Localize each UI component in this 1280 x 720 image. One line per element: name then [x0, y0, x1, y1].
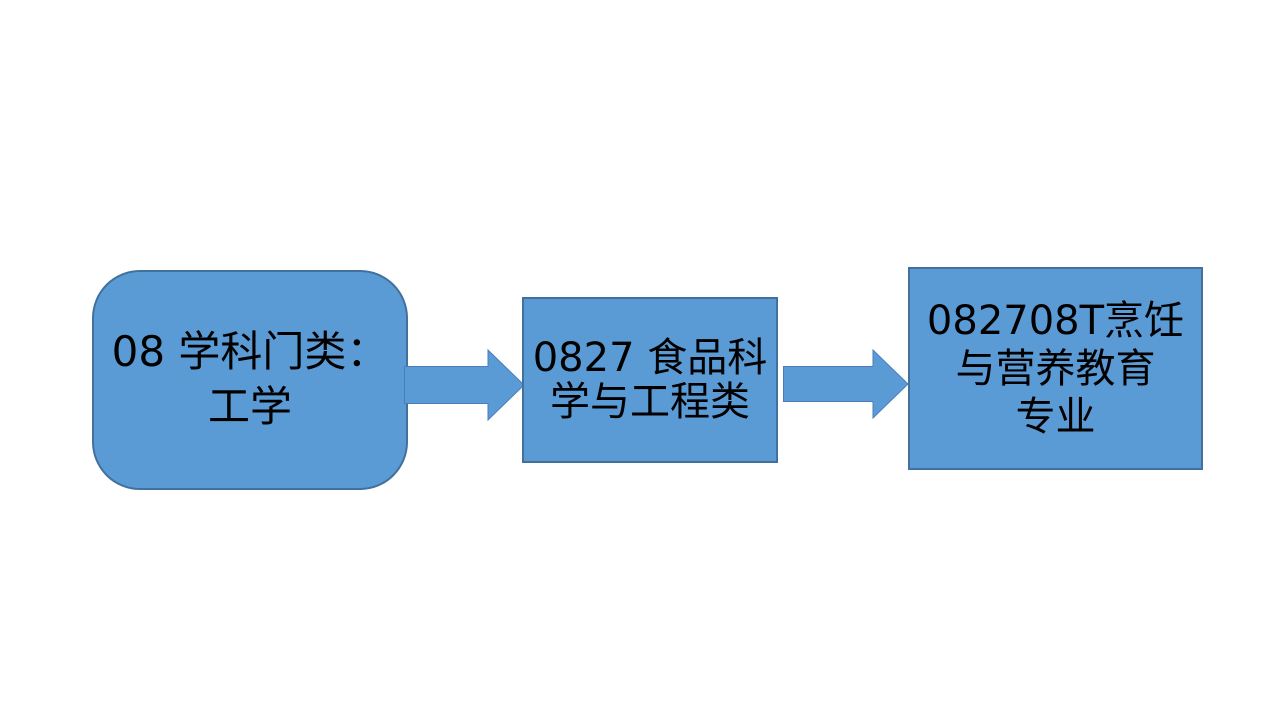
node-text-line: 082708T烹饪: [926, 297, 1185, 344]
node-text-line: 学与工程类: [550, 379, 750, 425]
block-arrow-connector-1: [404, 349, 525, 421]
right-arrow-icon: [783, 349, 909, 419]
node-text-line: 0827 食品科: [532, 335, 768, 381]
block-arrow-connector-2: [783, 349, 909, 419]
right-arrow-icon: [404, 349, 525, 421]
node-text-line: 工学: [207, 382, 292, 431]
node-text-line: 专业: [1015, 393, 1096, 440]
node-text-line: 08 学科门类：: [111, 327, 389, 377]
node-discipline-category: 08 学科门类： 工学: [92, 270, 408, 490]
node-major-class: 0827 食品科 学与工程类: [522, 297, 778, 463]
node-text-line: 与营养教育: [955, 345, 1156, 392]
node-major: 082708T烹饪 与营养教育 专业: [908, 267, 1203, 470]
